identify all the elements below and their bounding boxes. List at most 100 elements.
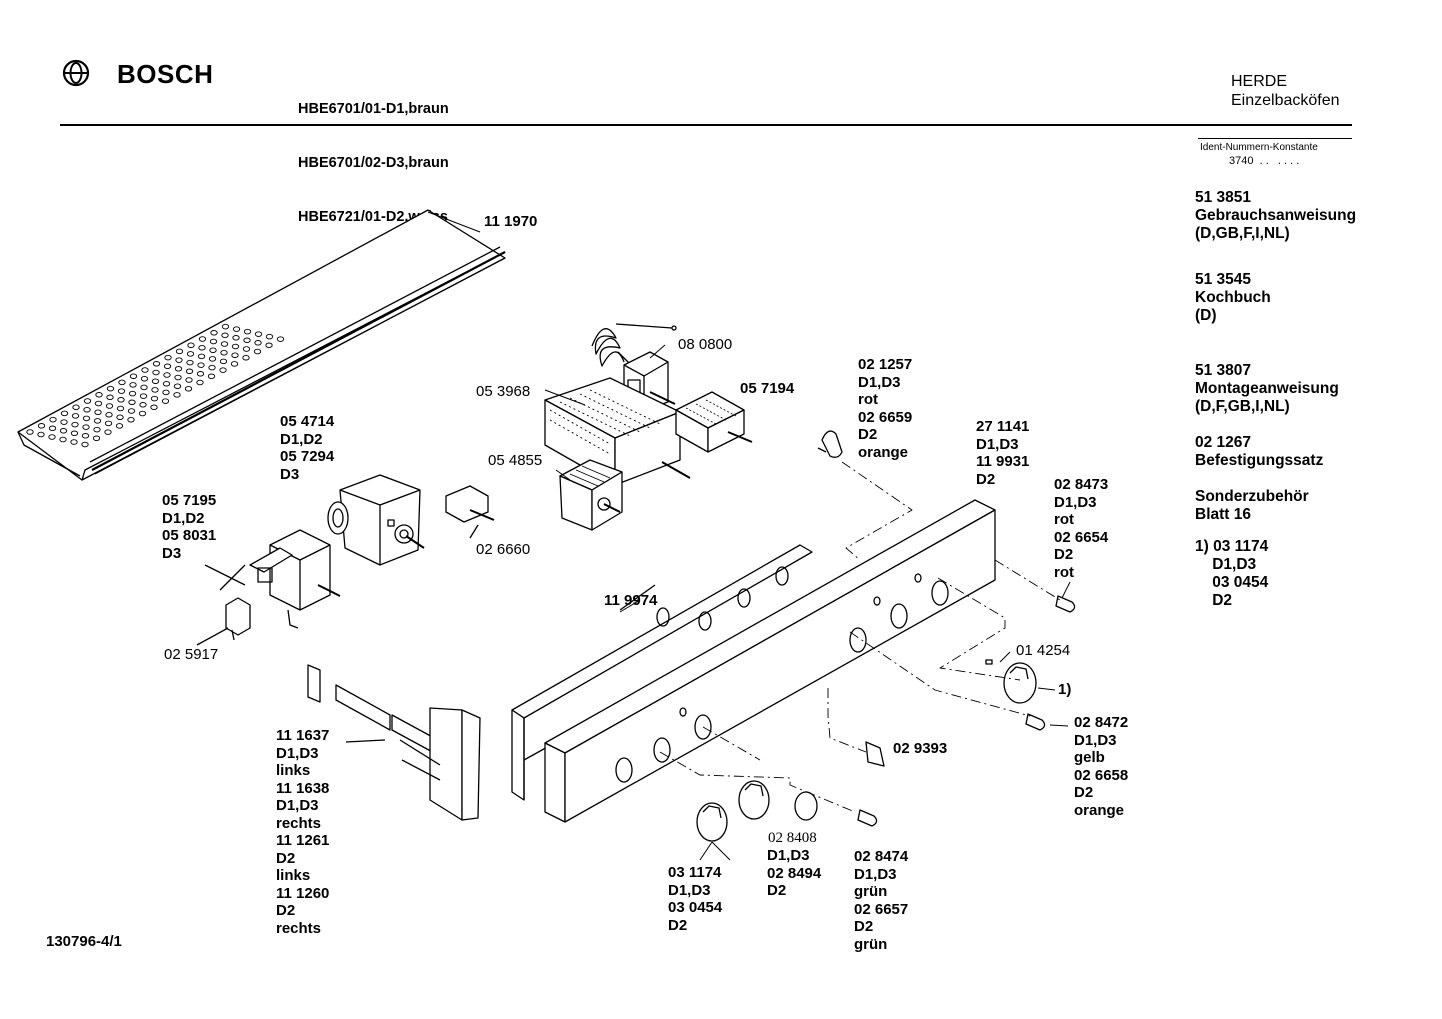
perforation-hole [93,418,102,424]
part-label: 08 0800 [678,336,733,353]
perforation-hole [82,415,91,422]
perforation-hole [243,328,252,335]
part-label: 05 7195 D1,D2 05 8031 D3 [162,492,217,562]
inner-panel [511,544,813,801]
perforation-hole [231,343,240,350]
perforation-hole [82,424,90,430]
perforation-hole [115,423,124,429]
perforation-hole [186,359,194,366]
perforation-hole [105,403,114,409]
perforation-hole [93,426,101,433]
accessory-footnote: 1) 03 1174 D1,D3 03 0454 D2 [1195,538,1269,609]
perforation-hole [174,374,182,381]
perforation-hole [81,433,90,439]
accessory-manual: 51 3851 Gebrauchsanweisung (D,GB,F,I,NL) [1195,189,1357,242]
part-label: 11 1970 [484,213,538,230]
part-label: 01 4254 [1016,642,1071,659]
part-label: D1,D3 02 8494 D2 [767,847,822,899]
selector-switch [675,391,753,453]
perforation-hole [207,373,216,380]
perforation-hole [221,332,229,339]
perforation-hole [173,392,181,398]
perforation-hole [117,397,125,403]
part-label: 02 5917 [164,646,219,663]
part-label: 11 1637 D1,D3 links 11 1638 D1,D3 rechts… [276,727,330,937]
perforation-hole [127,416,135,423]
timer-clock [327,474,425,566]
perforation-hole [106,385,115,392]
part-label: 27 1141 D1,D3 11 9931 D2 [976,418,1030,488]
perforation-hole [152,361,161,367]
perforation-hole [161,398,170,404]
category: HERDE [1231,73,1288,90]
perforation-hole [253,348,262,355]
perforation-hole [105,411,113,418]
perforation-hole [162,389,170,396]
perforation-hole [265,333,274,340]
perforation-hole [232,326,241,332]
perforation-hole [150,404,158,411]
perforation-hole [83,398,92,404]
perforation-hole [60,410,69,417]
motor-unit [249,529,341,629]
perforation-hole [210,330,218,336]
lamp-plugs [857,595,1076,827]
perforation-hole [221,323,230,330]
perforation-hole [186,351,195,357]
perforation-hole [196,371,205,377]
perforation-hole [140,384,148,391]
perforation-hole [71,413,80,419]
perforation-hole [208,364,216,371]
perforation-hole [174,366,183,372]
perforation-hole [220,341,229,347]
perforation-hole [128,399,136,406]
ident-value: 3740 . . . . . . [1229,155,1300,167]
perforation-hole [197,362,205,368]
part-label: 1) [1058,681,1072,698]
perforation-hole [106,394,114,401]
perforation-hole [129,373,138,379]
document-number: 130796-4/1 [46,933,122,950]
part-label: 05 4855 [488,452,543,469]
part-label: 11 9974 [604,592,658,609]
accessory-extra: Sonderzubehör Blatt 16 [1195,488,1309,523]
perforation-hole [265,342,273,349]
perforation-hole [59,436,67,443]
perforation-hole [185,368,194,375]
perforation-hole [104,429,112,435]
perforation-hole [48,425,57,432]
accessory-mounting: 51 3807 Montageanweisung (D,F,GB,I,NL) [1195,362,1339,415]
perforation-hole [138,410,147,417]
part-label: 02 8474 D1,D3 grün 02 6657 D2 grün [854,848,909,953]
perforation-hole [219,367,227,373]
part-label: 02 8408 [768,830,817,846]
perforation-hole [254,340,262,346]
leader-lines [427,211,1071,861]
accessory-cookbook: 51 3545 Kochbuch (D) [1195,271,1271,324]
perforation-hole [242,346,251,352]
perforation-hole [116,405,125,412]
micro-switch [196,564,251,646]
perforation-hole [276,336,285,342]
perforation-hole [184,385,193,392]
perforation-hole [139,402,147,408]
perforation-hole [70,430,79,437]
perforation-hole [92,435,101,442]
assembly-lines [659,461,1061,813]
subcategory: Einzelbacköfen [1231,92,1340,109]
perforation-hole [208,356,217,362]
perforation-hole [49,416,57,423]
perforation-hole [242,354,250,361]
perforation-hole [198,336,207,342]
perforation-hole [71,421,79,428]
part-label: 02 1257 D1,D3 rot 02 6659 D2 orange [858,356,913,461]
part-label: 05 4714 D1,D2 05 7294 D3 [280,413,335,483]
perforation-hole [209,338,218,345]
part-label: 02 8472 D1,D3 gelb 02 6658 D2 orange [1074,714,1129,819]
side-brackets [307,664,481,821]
front-panel [544,499,996,823]
connector [445,485,495,539]
perforation-hole [243,337,251,344]
perforation-hole [219,358,228,365]
